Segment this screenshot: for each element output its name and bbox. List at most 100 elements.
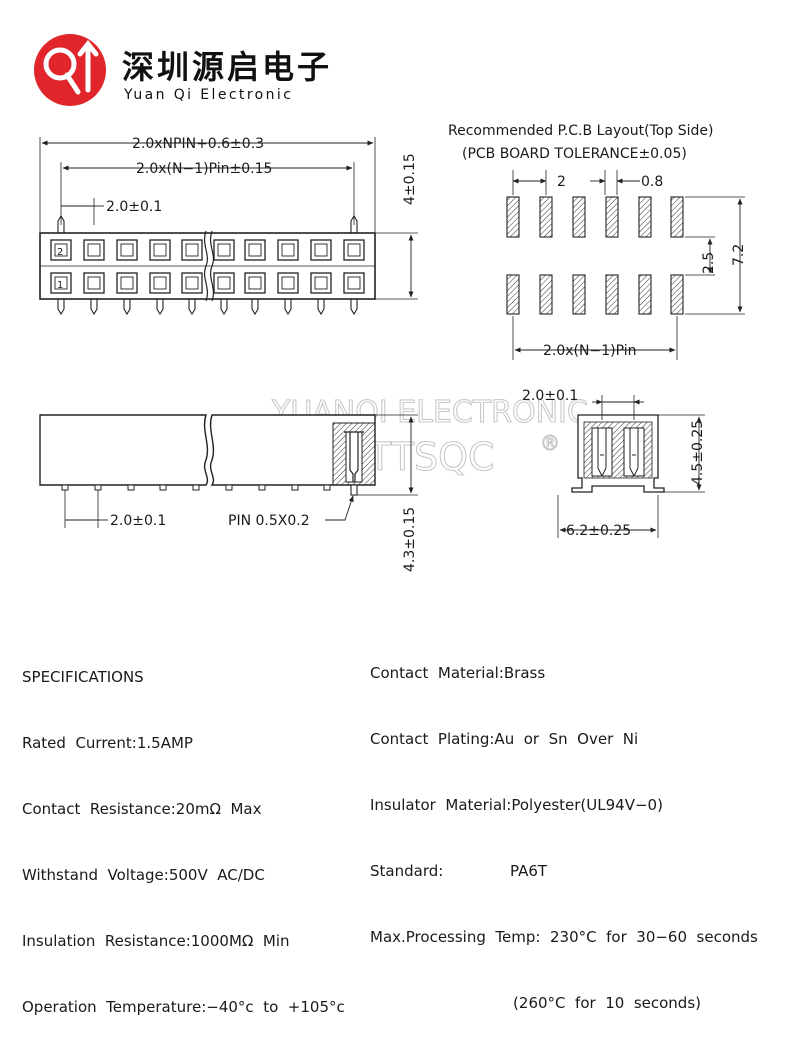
top-pins-upper	[57, 214, 358, 233]
dim-end-height: 4.5±0.25	[690, 420, 706, 485]
end-view	[557, 395, 705, 538]
contact-cavity-inner	[281, 243, 295, 257]
pin-lead	[156, 299, 164, 316]
spec-line: Operation Temperature:−40°c to +105°c	[22, 998, 345, 1016]
contact-cavity-inner	[347, 243, 361, 257]
spec-line: Withstand Voltage:500V AC/DC	[22, 866, 265, 884]
contact-cavity	[83, 239, 105, 261]
spec-line: Contact Plating:Au or Sn Over Ni	[370, 730, 639, 748]
spec-line: Rated Current:1.5AMP	[22, 734, 193, 752]
pin-lead	[90, 299, 98, 316]
contact-cavity-inner	[248, 243, 262, 257]
specs-right: Contact Material:Brass Contact Plating:A…	[370, 618, 758, 1036]
contact-cavity	[244, 239, 266, 261]
contact-cavity-inner	[217, 243, 231, 257]
contact-cavity-inner	[314, 243, 328, 257]
connector-drawing: 深圳源启电子 Yuan Qi Electronic YUANQI ELECTRO…	[34, 34, 747, 572]
dim-overall-length: 2.0xNPIN+0.6±0.3	[132, 136, 264, 152]
contact-cavity-inner	[87, 243, 101, 257]
dim-top-pitch: 2.0±0.1	[106, 199, 162, 215]
dim-end-width: 6.2±0.25	[566, 523, 631, 539]
side-pin-lead	[258, 484, 266, 491]
specs-left: SPECIFICATIONS Rated Current:1.5AMP Cont…	[22, 622, 345, 1040]
side-pin-lead	[159, 484, 167, 491]
contact-cavity	[213, 272, 235, 294]
side-pin-lead	[291, 484, 299, 491]
contact-cavity	[181, 272, 203, 294]
contact-cavity	[181, 239, 203, 261]
side-pin-lead	[61, 484, 69, 491]
contact-cavity-inner	[120, 243, 134, 257]
contact-cavity-inner	[87, 276, 101, 290]
pcb-pad	[605, 274, 619, 315]
contact-cavity	[83, 272, 105, 294]
pcb-pad	[539, 274, 553, 315]
brand-logo: 深圳源启电子 Yuan Qi Electronic	[34, 34, 332, 106]
side-view	[39, 414, 418, 528]
pcb-pad	[638, 274, 652, 315]
brand-name-en: Yuan Qi Electronic	[123, 87, 293, 103]
contact-cavity	[149, 239, 171, 261]
top-view	[39, 137, 418, 316]
contact-cavity	[343, 272, 365, 294]
pin-lead	[251, 299, 259, 316]
pin-lead	[123, 299, 131, 316]
dim-top-height: 4±0.15	[402, 153, 418, 205]
spec-line: Contact Resistance:20mΩ Max	[22, 800, 262, 818]
contact-cavity-inner	[217, 276, 231, 290]
pin-lead	[188, 299, 196, 316]
logo-mark-icon	[43, 39, 99, 95]
contact-cavity	[343, 239, 365, 261]
contact-cavity	[277, 272, 299, 294]
brand-name-cn: 深圳源启电子	[122, 48, 332, 86]
contact-cavity	[116, 272, 138, 294]
pin-lead	[57, 299, 65, 316]
spec-line: (260°C for 10 seconds)	[370, 994, 701, 1012]
contact-cavity	[50, 272, 72, 294]
spec-line: Standard: PA6T	[370, 862, 548, 880]
pin-2-label: 2	[57, 247, 63, 258]
pcb-pad	[670, 274, 684, 315]
spec-line: Insulation Resistance:1000MΩ Min	[22, 932, 290, 950]
spec-line: Insulator Material:Polyester(UL94V−0)	[370, 796, 663, 814]
spec-line: SPECIFICATIONS	[22, 668, 144, 686]
contact-cavity-inner	[120, 276, 134, 290]
pcb-dim-span: 2.0x(N−1)Pin	[543, 343, 636, 359]
pin-lead	[220, 299, 228, 316]
pcb-pad	[506, 274, 520, 315]
contact-cavity	[310, 239, 332, 261]
contact-cavity	[310, 272, 332, 294]
side-pin-lead	[94, 484, 102, 491]
pcb-pad	[572, 274, 586, 315]
contact-cavity-inner	[54, 243, 68, 257]
side-pin-lead	[225, 484, 233, 491]
contact-cavity	[149, 272, 171, 294]
contact-cavity	[277, 239, 299, 261]
pin-1-label: 1	[57, 280, 63, 291]
pin-lead	[317, 299, 325, 316]
contact-cavity	[116, 239, 138, 261]
dim-side-height: 4.3±0.15	[402, 507, 418, 572]
contact-cavity	[50, 239, 72, 261]
pcb-dim-pitch: 2	[557, 174, 566, 190]
contact-cavity-inner	[153, 243, 167, 257]
pin-lead	[350, 299, 358, 316]
pin-size-label: PIN 0.5X0.2	[228, 513, 310, 529]
pcb-dim-pad: 0.8	[641, 174, 663, 190]
spec-line: Contact Material:Brass	[370, 664, 546, 682]
side-view-section	[332, 422, 376, 486]
contact-cavity-inner	[153, 276, 167, 290]
side-pin-lead	[192, 484, 200, 491]
side-pin-lead	[323, 484, 331, 491]
pcb-pad	[638, 196, 652, 238]
pcb-layout-tolerance: (PCB BOARD TOLERANCE±0.05)	[462, 146, 687, 162]
contact-cavity-inner	[54, 276, 68, 290]
pcb-pad	[605, 196, 619, 238]
contact-cavity-inner	[281, 276, 295, 290]
spec-line: Max.Processing Temp: 230°C for 30−60 sec…	[370, 928, 758, 946]
contact-cavity	[213, 239, 235, 261]
pcb-pad	[539, 196, 553, 238]
dim-end-pitch: 2.0±0.1	[522, 388, 578, 404]
pcb-pad	[670, 196, 684, 238]
dim-side-pitch: 2.0±0.1	[110, 513, 166, 529]
